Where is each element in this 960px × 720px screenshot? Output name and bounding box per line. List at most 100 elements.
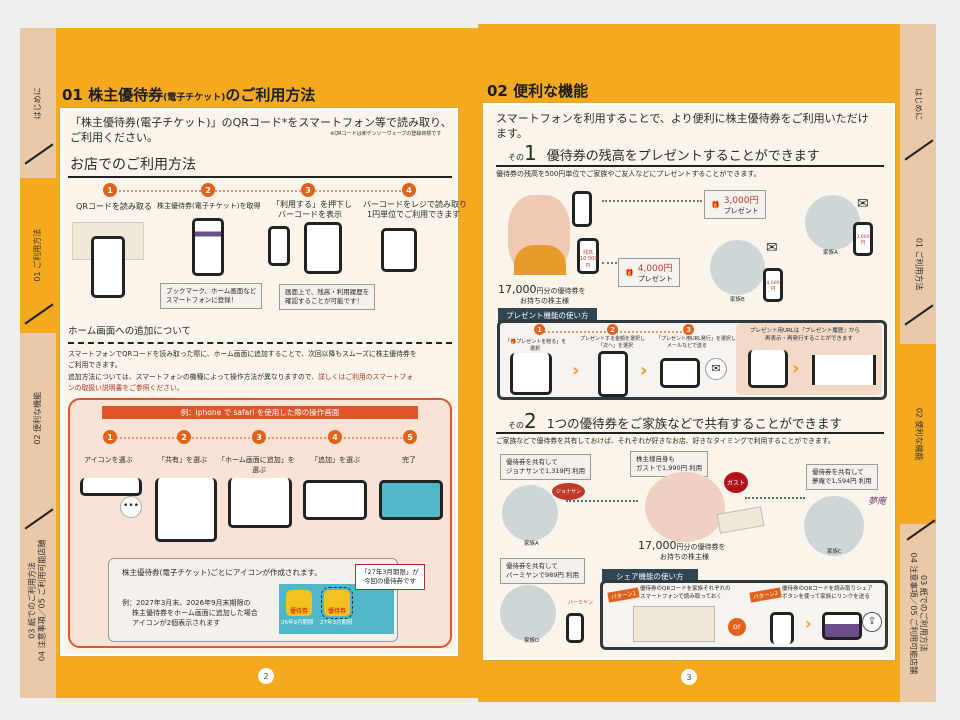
share-path	[566, 500, 638, 502]
phone-share-sheet-image	[155, 478, 217, 542]
share-icon[interactable]: ⇪	[862, 612, 882, 632]
phone-qr-image	[770, 612, 794, 644]
step-label: 「プレゼント用URL発行」を選択し	[656, 336, 736, 342]
phone-add-home-image	[228, 478, 292, 528]
callout-line: 確認することが可能です！	[285, 297, 363, 306]
tab-label: 02 便利な機能	[32, 391, 42, 445]
callout-line: ブックマーク、ホーム画面など	[166, 287, 257, 295]
gift-word: プレゼント	[637, 275, 673, 283]
tab-features[interactable]: 02 便利な機能	[900, 344, 936, 524]
step-label: 「共有」を選ぶ	[158, 456, 207, 464]
paper-ticket-image	[633, 606, 715, 642]
step-connector	[112, 190, 408, 192]
home-screen-heading: ホーム画面への追加について	[68, 326, 191, 337]
gift-3000-badge: 🎁3,000円プレゼント	[704, 190, 766, 219]
step-label: バーコードを表示	[278, 210, 342, 219]
feature-prefix: その	[508, 153, 524, 162]
callout-line: ジョナサンで1,319円 利用	[506, 467, 586, 476]
icon-note: 株主優待券(電子チケット)ごとにアイコンが作成されます。	[122, 568, 322, 577]
example-banner: 例：iphone で safari を使用した際の操作画面	[102, 406, 418, 419]
step-number: 1	[534, 324, 545, 335]
callout-line: バーミヤンで989円 利用	[506, 571, 579, 580]
holder-caption-2: お持ちの株主様	[520, 297, 569, 305]
step-number: 3	[252, 430, 266, 444]
phone-add-image	[303, 480, 367, 520]
intro-line-1: 「株主優待券(電子チケット)」のQRコード*をスマートフォン等で読み取り、	[70, 116, 452, 129]
present-history-image	[748, 350, 788, 388]
holder-phone-image	[572, 191, 592, 227]
gift-icon: 🎁	[711, 200, 720, 209]
phone-screen-image	[80, 478, 142, 496]
page-number: 2	[258, 668, 274, 684]
app-icon-27-mar[interactable]: 優待券	[321, 587, 353, 619]
tab-usage[interactable]: 01 ご利用方法	[900, 184, 936, 344]
right-page-title: 02 便利な機能	[487, 82, 589, 100]
balance-label: 残高	[582, 250, 593, 256]
pattern-1-text: 優待券のQRコードを家族それぞれの	[640, 586, 731, 592]
gift-4000-badge: 🎁4,000円プレゼント	[618, 258, 680, 287]
gift-path	[602, 262, 617, 264]
holder-caption: 17,000円分の優待券を	[498, 283, 586, 298]
gift-amount: 3,000円	[723, 196, 759, 206]
holder-avatar	[645, 472, 725, 542]
present-howto-tag: プレゼント機能の使い方	[498, 308, 597, 323]
tab-label: 02 便利な機能	[914, 407, 924, 461]
gusto-logo: ガスト	[724, 472, 749, 493]
family-d-label: 家族D	[524, 638, 540, 644]
phone-ticket-image	[822, 612, 862, 640]
step-number: 2	[177, 430, 191, 444]
callout-line: 今回の優待券です	[363, 577, 416, 586]
phone-barcode-image	[381, 228, 417, 272]
family-a-avatar	[805, 195, 860, 250]
app-icon-26-sep[interactable]: 優待券	[286, 590, 312, 616]
tab-label: はじめに	[914, 87, 924, 120]
step-label: 株主優待券(電子チケット)を取得	[157, 202, 261, 210]
icon-example-line: アイコンが2個表示されます	[132, 619, 221, 627]
heading-rule	[68, 176, 452, 178]
phone-done-image	[379, 480, 443, 520]
present-history-image	[812, 355, 876, 385]
tab-label-line2: 04 注意事項／05 ご利用可能店舗	[38, 539, 48, 662]
mail-icon: ✉	[857, 196, 869, 212]
step-label: メールなどで送る	[667, 343, 707, 349]
callout-line: 優待券を共有して	[506, 562, 558, 570]
family-b-avatar	[710, 240, 765, 295]
balance-value: 10,000円	[580, 256, 598, 269]
more-button-icon: •••	[120, 496, 142, 518]
step-number: 3	[683, 324, 694, 335]
feature-title: 優待券の残高をプレゼントすることができます	[546, 149, 820, 164]
step-label: 完了	[402, 456, 416, 464]
holder-caption: 17,000円分の優待券を	[638, 539, 726, 554]
step-number: 2	[607, 324, 618, 335]
icon-badge: 優待券	[289, 608, 308, 615]
present-url-note: プレゼント用URLは「プレゼント履歴」から	[750, 328, 860, 334]
step-label: 選ぶ	[252, 466, 266, 474]
callout-line: 夢庵で1,594円 利用	[812, 477, 872, 486]
home-paragraph: ご利用できます。	[68, 361, 122, 369]
left-page-title: 01 株主優待券(電子チケット)のご利用方法	[62, 86, 316, 104]
page-number: 3	[681, 669, 697, 685]
dashed-rule	[68, 342, 452, 344]
icon-example-line: 株主優待券をホーム画面に追加した場合	[132, 609, 258, 617]
step-label: アイコンを選ぶ	[84, 456, 133, 464]
tab-label: はじめに	[32, 86, 42, 119]
tab-usage[interactable]: 01 ご利用方法	[20, 178, 56, 333]
intro-line-2: ご利用ください。	[70, 131, 158, 144]
tab-label: 01 ご利用方法	[32, 229, 42, 282]
home-paragraph-text: 追加方法については、スマートフォンの機種によって操作方法が異なりますので、	[68, 373, 319, 381]
present-screen-image	[510, 353, 552, 395]
holder-caption-text: 円分の優待券を	[676, 543, 726, 551]
current-ticket-callout: 「27年3月期限」が今回の優待券です	[355, 564, 425, 591]
tab-features[interactable]: 02 便利な機能	[20, 333, 56, 503]
step-label: 「🎁プレゼントを贈る」を	[505, 339, 567, 345]
tab-label-line1: 03 紙でのご利用方法	[27, 562, 37, 639]
step-number: 4	[402, 183, 416, 197]
feature-2-desc: ご家族などで優待券を共有しておけば、それぞれが好きなお店、好きなタイミングで利用…	[496, 437, 835, 445]
gift-word: プレゼント	[723, 207, 759, 215]
